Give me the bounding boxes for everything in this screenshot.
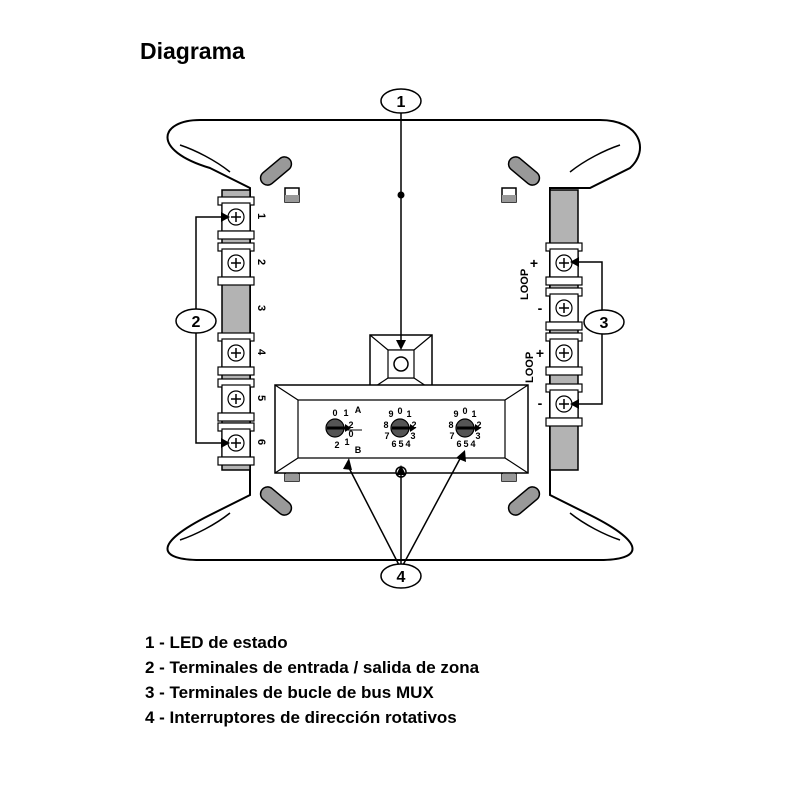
mounting-slot-bottom-left	[259, 486, 293, 516]
tens-labels-0: 9	[388, 409, 393, 419]
mounting-slot-top-left	[259, 156, 293, 186]
legend-item-3: 3 - Terminales de bucle de bus MUX	[145, 683, 434, 702]
callout-4-arrowhead-center	[396, 465, 406, 475]
tens-labels-6: 3	[410, 431, 415, 441]
callout-4-arrowhead-right	[456, 450, 466, 462]
zone-terminal-5	[217, 378, 255, 422]
notch-top-left	[179, 144, 231, 173]
loop-upper-minus: -	[538, 300, 543, 316]
callout-4: 4	[380, 563, 422, 589]
switch-a-label-0: 0	[332, 408, 337, 418]
zone-terminal-label-3: 3	[255, 305, 267, 311]
zone-terminal-label-4: 4	[255, 349, 267, 356]
loop-terminal-strip	[545, 189, 583, 471]
latch-tab-top-left	[284, 187, 300, 203]
loop-terminal-2	[545, 287, 583, 331]
mounting-slot-bottom-right	[507, 486, 541, 516]
zone-terminal-6	[217, 422, 255, 466]
units-labels-2: 1	[471, 409, 476, 419]
callout-4-arrowhead-left	[343, 458, 352, 470]
switch-a-label-1: 1	[343, 408, 348, 418]
callout-1-label: 1	[397, 94, 406, 111]
callout-3-arrowhead-bottom	[570, 399, 579, 409]
switch-a-label-a: A	[355, 405, 362, 415]
notch-top-right	[569, 144, 621, 173]
loop-terminal-1	[545, 242, 583, 286]
legend-item-4: 4 - Interruptores de dirección rotativos	[145, 708, 457, 727]
callout-4-leaders	[346, 454, 463, 566]
units-labels-4: 2	[476, 420, 481, 430]
loop-upper-plus: +	[530, 255, 538, 271]
tens-labels-5: 7	[384, 431, 389, 441]
callout-1-arrowhead	[396, 340, 406, 350]
zone-terminal-label-2: 2	[255, 259, 267, 265]
tens-labels-3: 8	[383, 420, 388, 430]
tens-labels-7: 6	[391, 439, 396, 449]
notch-bottom-right	[569, 512, 621, 541]
loop-label-upper: LOOP	[519, 269, 531, 300]
zone-terminal-label-6: 6	[255, 439, 267, 445]
page-title: Diagrama	[140, 38, 245, 64]
zone-terminal-2	[217, 242, 255, 286]
switch-a-label-1-bottom: 1	[344, 437, 349, 447]
rotary-switch-units	[455, 418, 481, 438]
callout-2: 2	[175, 308, 217, 334]
units-labels-0: 9	[453, 409, 458, 419]
zone-terminal-label-1: 1	[255, 213, 267, 219]
legend-list: 1 - LED de estado 2 - Terminales de entr…	[145, 630, 479, 730]
legend-item-1: 1 - LED de estado	[145, 633, 288, 652]
callout-3-arrowhead-top	[570, 257, 579, 267]
mounting-slot-top-right	[507, 156, 541, 186]
callout-1-joint	[397, 191, 405, 199]
switch-a-label-0-bottom: 0	[348, 429, 353, 439]
loop-lower-minus: -	[538, 395, 543, 411]
loop-lower-plus: +	[536, 345, 544, 361]
loop-label-lower: LOOP	[524, 352, 536, 383]
callout-3-label: 3	[600, 315, 609, 332]
tens-labels-4: 2	[411, 420, 416, 430]
latch-tab-top-right	[501, 187, 517, 203]
units-labels-8: 5	[463, 439, 468, 449]
units-labels-7: 6	[456, 439, 461, 449]
units-labels-1: 0	[462, 406, 467, 416]
switch-a-label-2: 2	[334, 440, 339, 450]
status-led	[393, 356, 409, 372]
callout-3: 3	[583, 309, 625, 335]
units-labels-5: 7	[449, 431, 454, 441]
zone-terminal-4	[217, 332, 255, 376]
tens-labels-1: 0	[397, 406, 402, 416]
zone-terminal-label-5: 5	[255, 395, 267, 401]
callout-2-arrowhead-bottom	[221, 438, 230, 448]
callout-4-label: 4	[397, 569, 406, 586]
units-labels-3: 8	[448, 420, 453, 430]
switch-a-label-2-top: 2	[348, 420, 353, 430]
loop-terminal-3	[545, 332, 583, 376]
units-labels-6: 3	[475, 431, 480, 441]
legend-item-2: 2 - Terminales de entrada / salida de zo…	[145, 658, 480, 677]
tens-labels-8: 5	[398, 439, 403, 449]
tens-labels-2: 1	[406, 409, 411, 419]
switch-a-label-b: B	[355, 445, 362, 455]
tens-labels-9: 4	[405, 439, 410, 449]
callout-2-arrowhead-top	[221, 212, 230, 222]
callout-1: 1	[380, 88, 422, 114]
rotary-switch-tens	[390, 418, 416, 438]
callout-2-label: 2	[192, 314, 201, 331]
units-labels-9: 4	[470, 439, 475, 449]
notch-bottom-left	[179, 512, 231, 541]
